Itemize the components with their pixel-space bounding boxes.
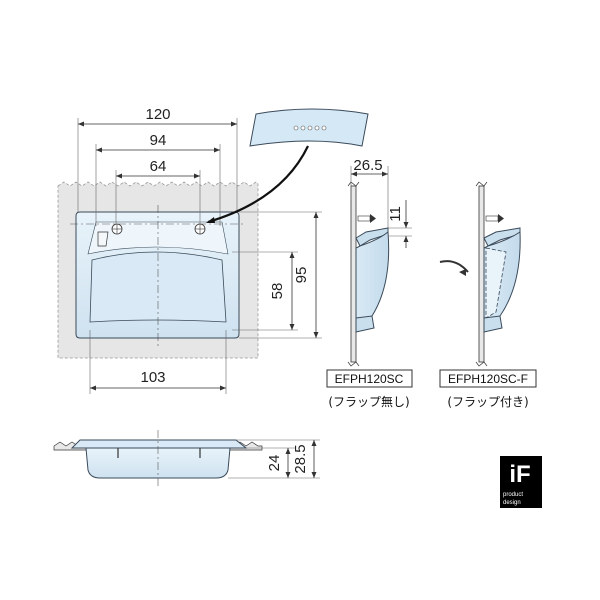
side-view-no-flap: 26.5 11 [347,157,412,367]
if-design-logo: iF product design [500,456,542,508]
dim-side-11: 11 [387,206,404,222]
indicator-dot [321,125,327,131]
model-label-group-2: EFPH120SC-F (フラップ付き) [439,369,537,409]
indicator-dot [293,125,299,131]
model-code-box [439,369,537,388]
dim-pitch-64: 64 [150,158,167,175]
bottom-lip [355,315,375,333]
model-code-1: EFPH120SC [335,372,404,386]
wall-section [478,185,485,363]
model-code-2: EFPH120SC-F [448,372,528,386]
dim-height-95: 95 [293,267,310,284]
screw-hole-right [194,223,206,235]
if-logo-mark: iF [509,461,530,488]
pocket-profile [355,231,390,327]
side-view-with-flap [439,181,521,367]
model-caption-1: (フラップ無し) [328,394,409,409]
if-logo-line2: design [503,500,521,506]
leader-arrow [207,145,309,224]
if-logo-line1: product [503,492,523,498]
indicator-dot [314,125,320,131]
dim-width-103: 103 [140,369,165,386]
wall-section [350,185,357,363]
dim-width-120: 120 [145,106,170,123]
bottom-lip [483,315,503,333]
front-dimensions: 120 94 64 103 58 95 [77,106,322,394]
model-code-box [326,369,413,388]
dim-height-58: 58 [269,283,286,300]
bottom-view: 24 28.5 [53,430,320,486]
hinge-tab-left [97,231,109,247]
wall-break-top [475,181,488,187]
front-view [57,181,259,359]
wall-break-top [347,181,360,187]
indicator-badge-detail [206,108,369,224]
indicator-dot [300,125,306,131]
indicator-dot [307,125,313,131]
flange-top [70,439,248,449]
model-caption-2: (フラップ付き) [447,395,528,409]
flap-open [485,247,507,319]
screw-body [357,215,371,222]
screw-hole-left [111,223,123,235]
wall-break-bottom [475,361,488,367]
dim-depth-24: 24 [266,455,283,472]
wall-break-bottom [347,361,360,367]
dim-depth-28-5: 28.5 [292,444,309,473]
dim-pitch-94: 94 [150,132,167,149]
dim-side-26-5: 26.5 [353,157,382,174]
screw-body [485,215,499,222]
model-label-group-1: EFPH120SC (フラップ無し) [326,369,413,409]
